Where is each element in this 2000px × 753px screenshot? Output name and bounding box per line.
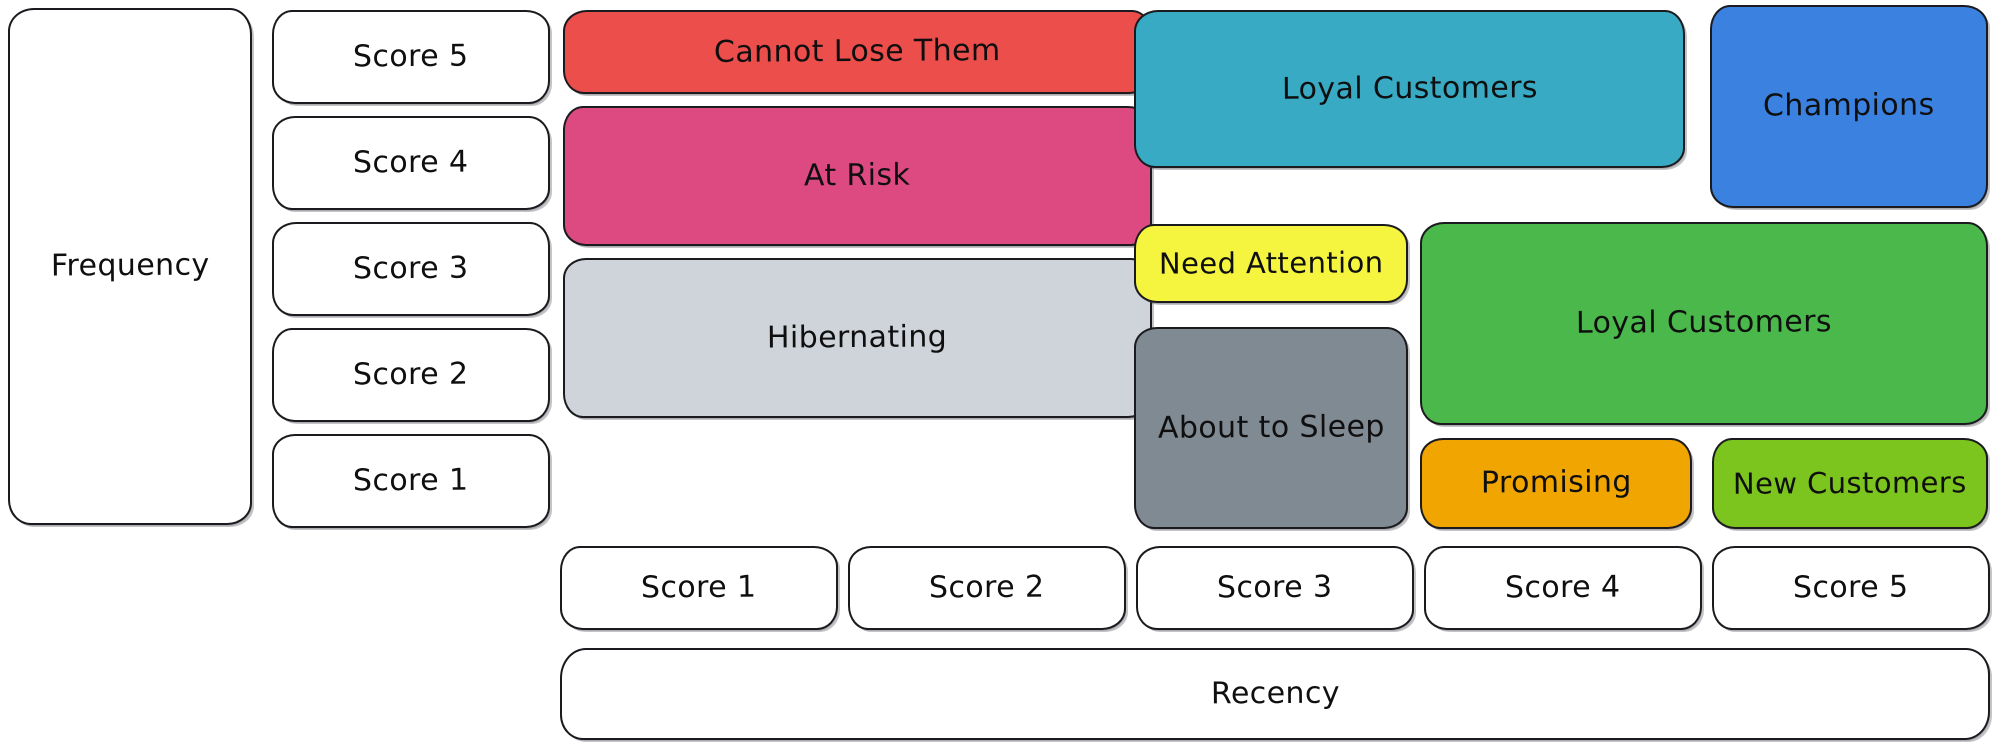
- recency-score-1-box: Score 1: [560, 546, 838, 630]
- recency-score-4-label: Score 4: [1505, 569, 1621, 606]
- frequency-score-2-box: Score 2: [272, 328, 550, 422]
- frequency-score-4-box: Score 4: [272, 116, 550, 210]
- recency-score-3-label: Score 3: [1217, 569, 1333, 606]
- segment-new-customers[interactable]: New Customers: [1712, 438, 1988, 529]
- segment-need-attention-label: Need Attention: [1158, 245, 1384, 281]
- frequency-axis-label: Frequency: [50, 247, 210, 284]
- segment-hibernating-label: Hibernating: [767, 319, 948, 356]
- segment-promising-label: Promising: [1480, 464, 1632, 501]
- segment-loyal-customers-teal-label: Loyal Customers: [1281, 69, 1538, 107]
- frequency-score-1-box: Score 1: [272, 434, 550, 528]
- frequency-score-3-box: Score 3: [272, 222, 550, 316]
- segment-champions[interactable]: Champions: [1710, 5, 1988, 208]
- frequency-score-3-label: Score 3: [353, 250, 469, 287]
- recency-score-4-box: Score 4: [1424, 546, 1702, 630]
- segment-at-risk-label: At Risk: [804, 157, 911, 194]
- recency-score-5-box: Score 5: [1712, 546, 1990, 630]
- segment-cannot-lose-them-label: Cannot Lose Them: [714, 32, 1001, 70]
- segment-promising[interactable]: Promising: [1420, 438, 1692, 529]
- segment-cannot-lose-them[interactable]: Cannot Lose Them: [563, 10, 1152, 94]
- segment-champions-label: Champions: [1763, 87, 1935, 124]
- recency-score-2-box: Score 2: [848, 546, 1126, 630]
- segment-at-risk[interactable]: At Risk: [563, 106, 1152, 246]
- recency-score-5-label: Score 5: [1793, 569, 1909, 606]
- recency-axis-label-box: Recency: [560, 648, 1990, 740]
- recency-score-1-label: Score 1: [641, 569, 757, 606]
- segment-about-to-sleep-label: About to Sleep: [1157, 409, 1385, 446]
- segment-about-to-sleep[interactable]: About to Sleep: [1134, 327, 1408, 529]
- frequency-score-4-label: Score 4: [353, 144, 469, 181]
- frequency-score-5-label: Score 5: [353, 38, 469, 75]
- frequency-score-1-label: Score 1: [353, 462, 469, 499]
- segment-loyal-customers-green[interactable]: Loyal Customers: [1420, 222, 1988, 425]
- segment-need-attention[interactable]: Need Attention: [1134, 224, 1408, 303]
- frequency-axis-label-box: Frequency: [8, 8, 252, 525]
- frequency-score-5-box: Score 5: [272, 10, 550, 104]
- segment-loyal-customers-teal[interactable]: Loyal Customers: [1134, 10, 1685, 168]
- segment-loyal-customers-green-label: Loyal Customers: [1575, 304, 1833, 342]
- segment-hibernating[interactable]: Hibernating: [563, 258, 1152, 418]
- recency-axis-label: Recency: [1210, 675, 1340, 712]
- frequency-score-2-label: Score 2: [353, 356, 469, 393]
- recency-score-3-box: Score 3: [1136, 546, 1414, 630]
- segment-new-customers-label: New Customers: [1733, 465, 1967, 501]
- recency-score-2-label: Score 2: [929, 569, 1045, 606]
